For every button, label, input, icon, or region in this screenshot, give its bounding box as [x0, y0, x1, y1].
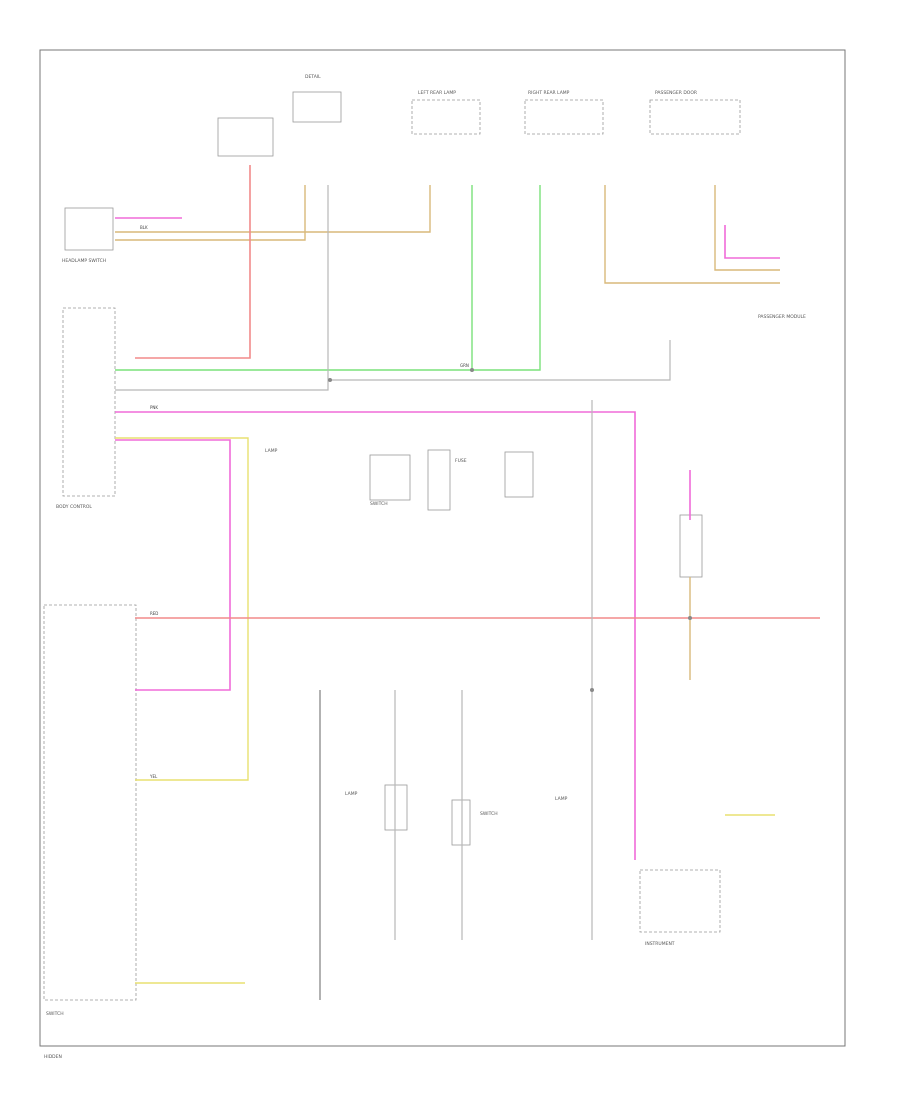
wire-gray-right [330, 340, 671, 381]
module-top-left [64, 207, 114, 251]
label-side-1: HEADLAMP SWITCH [62, 258, 106, 264]
component-top-b [292, 91, 342, 123]
wire-code: PNK [150, 405, 158, 410]
wire-yellow-lower [115, 437, 249, 781]
label-side-3: PASSENGER MODULE [758, 314, 806, 320]
label-top-2: LEFT REAR LAMP [418, 90, 456, 96]
component-mid-c [504, 451, 534, 498]
component-bottom-b [451, 799, 471, 846]
component-mid-a [369, 454, 411, 501]
module-left-connector [62, 307, 116, 497]
label-side-2: BODY CONTROL [56, 504, 92, 510]
wire-code: GRN [460, 363, 469, 368]
footer-text: HIDDEN [44, 1054, 62, 1060]
component-top-a [217, 117, 274, 157]
component-right-mid [679, 514, 703, 578]
splice-dot [688, 616, 692, 620]
label-top-4: PASSENGER DOOR [655, 90, 697, 96]
wire-green-main [115, 185, 541, 371]
wire-pink-long [115, 411, 636, 860]
label-bottom-3: SWITCH [480, 811, 498, 817]
component-top-e [649, 99, 741, 135]
wire-tan-right [604, 185, 780, 284]
label-bottom-4: INSTRUMENT [645, 941, 675, 947]
label-side-4: SWITCH [46, 1011, 64, 1017]
splice-dot [590, 688, 594, 692]
label-center-1: FUSE [455, 458, 467, 464]
component-bottom-a [384, 784, 408, 831]
splice-dot [328, 378, 332, 382]
wire-tan-right-2 [714, 185, 780, 271]
label-bottom-2: LAMP [555, 796, 568, 802]
diagram-frame [39, 49, 846, 1047]
splice-dot [470, 368, 474, 372]
wire-pink-lower [115, 439, 231, 691]
wire-gray-mid [115, 185, 329, 391]
wire-code: YEL [149, 774, 158, 779]
label-top-3: RIGHT REAR LAMP [528, 90, 570, 96]
component-top-d [524, 99, 604, 135]
label-top-1: DETAIL [305, 74, 321, 80]
label-center-3: LAMP [265, 448, 278, 454]
module-bottom-left [43, 604, 137, 1001]
wire-tan-top [115, 185, 431, 233]
component-top-c [411, 99, 481, 135]
wire-red-vertical [135, 165, 251, 359]
component-mid-b [427, 449, 451, 511]
wire-tan-top-2 [115, 185, 306, 241]
wire-pink-right [724, 225, 780, 259]
label-center-2: SWITCH [370, 501, 388, 507]
component-instrument [639, 869, 721, 933]
wire-code: BLK [140, 225, 148, 230]
label-bottom-1: LAMP [345, 791, 358, 797]
wire-code: RED [150, 611, 158, 616]
